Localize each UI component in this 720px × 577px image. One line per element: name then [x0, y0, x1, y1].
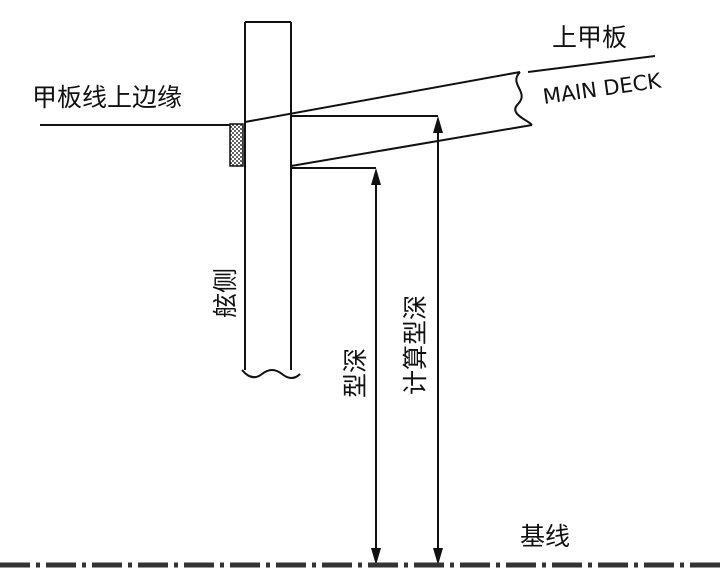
baseline-label: 基线 — [520, 522, 570, 551]
main-deck-en-label: MAIN DECK — [541, 68, 663, 108]
moulded-depth-dimension — [371, 168, 381, 565]
main-deck-cn-label: 上甲板 — [552, 23, 627, 52]
deck-line-upper-edge-label: 甲板线上边缘 — [32, 83, 182, 112]
moulded-depth-label: 型深 — [341, 348, 370, 398]
main-deck-plate — [244, 71, 533, 167]
calculated-depth-label: 计算型深 — [401, 295, 430, 395]
main-deck-label-line — [527, 55, 656, 73]
deck-edge-hatch — [229, 123, 244, 167]
ship-side-label: 舷侧 — [211, 268, 240, 318]
depth-reference-lines — [291, 115, 438, 169]
calculated-depth-dimension — [433, 116, 443, 565]
ship-side-plate — [241, 21, 301, 379]
